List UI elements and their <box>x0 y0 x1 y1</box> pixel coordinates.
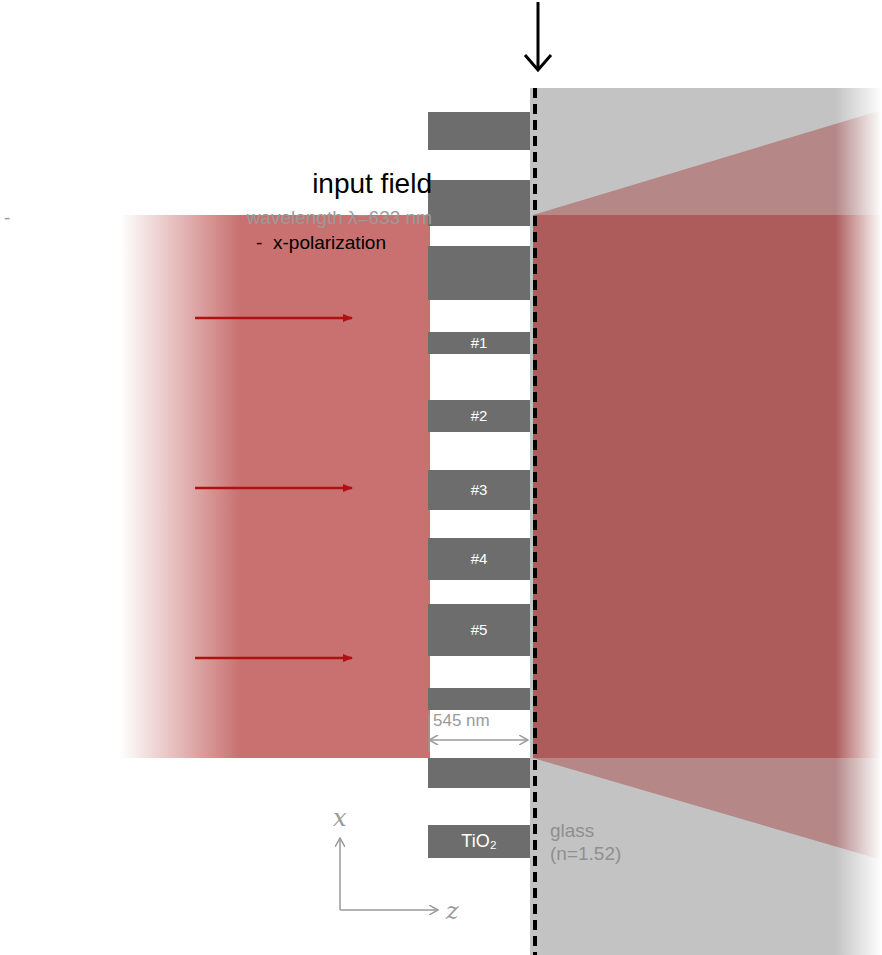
node-text: glass (n=1.52) <box>550 820 645 866</box>
bullet: - <box>256 232 262 254</box>
transmitted-beam <box>533 215 882 758</box>
input-beam <box>120 215 430 758</box>
axis-label: z <box>446 897 459 925</box>
glass-substrate <box>530 88 882 955</box>
dimension-label: 545 nm <box>433 711 490 731</box>
node-text: TiO₂ <box>461 831 496 853</box>
title-label: input field <box>312 168 432 200</box>
beam-arrow <box>195 657 352 660</box>
node-text: #4 <box>471 550 488 568</box>
tio2-pillar: #3 <box>428 470 530 510</box>
node-text: #1 <box>471 334 488 352</box>
dimension-tick <box>428 715 429 752</box>
x-axis <box>339 838 341 910</box>
beam-arrow <box>195 487 352 490</box>
node-text: #2 <box>471 407 488 425</box>
tio2-pillar: #1 <box>428 332 530 354</box>
marker-arrow-head <box>525 55 551 70</box>
glass-region: glass (n=1.52) <box>550 820 645 878</box>
tio2-pillar: TiO₂ <box>428 825 530 858</box>
node-text: #3 <box>471 481 488 499</box>
wavelength-label: wavelength λ=633 nm <box>247 207 432 229</box>
tio2-pillar: #4 <box>428 538 530 580</box>
fade <box>835 88 882 955</box>
interface-line <box>533 88 537 955</box>
beam-arrow <box>195 317 352 320</box>
axis-label: x <box>333 804 347 832</box>
polarization-label: x-polarization <box>273 232 386 254</box>
bullet: - <box>4 207 10 229</box>
dimension-line <box>430 739 528 741</box>
tio2-pillar: #2 <box>428 400 530 432</box>
tio2-pillars <box>428 112 530 788</box>
node-text: #5 <box>471 621 488 639</box>
tio2-pillar: #5 <box>428 604 530 656</box>
z-axis <box>340 909 438 911</box>
marker-arrow <box>537 2 540 68</box>
